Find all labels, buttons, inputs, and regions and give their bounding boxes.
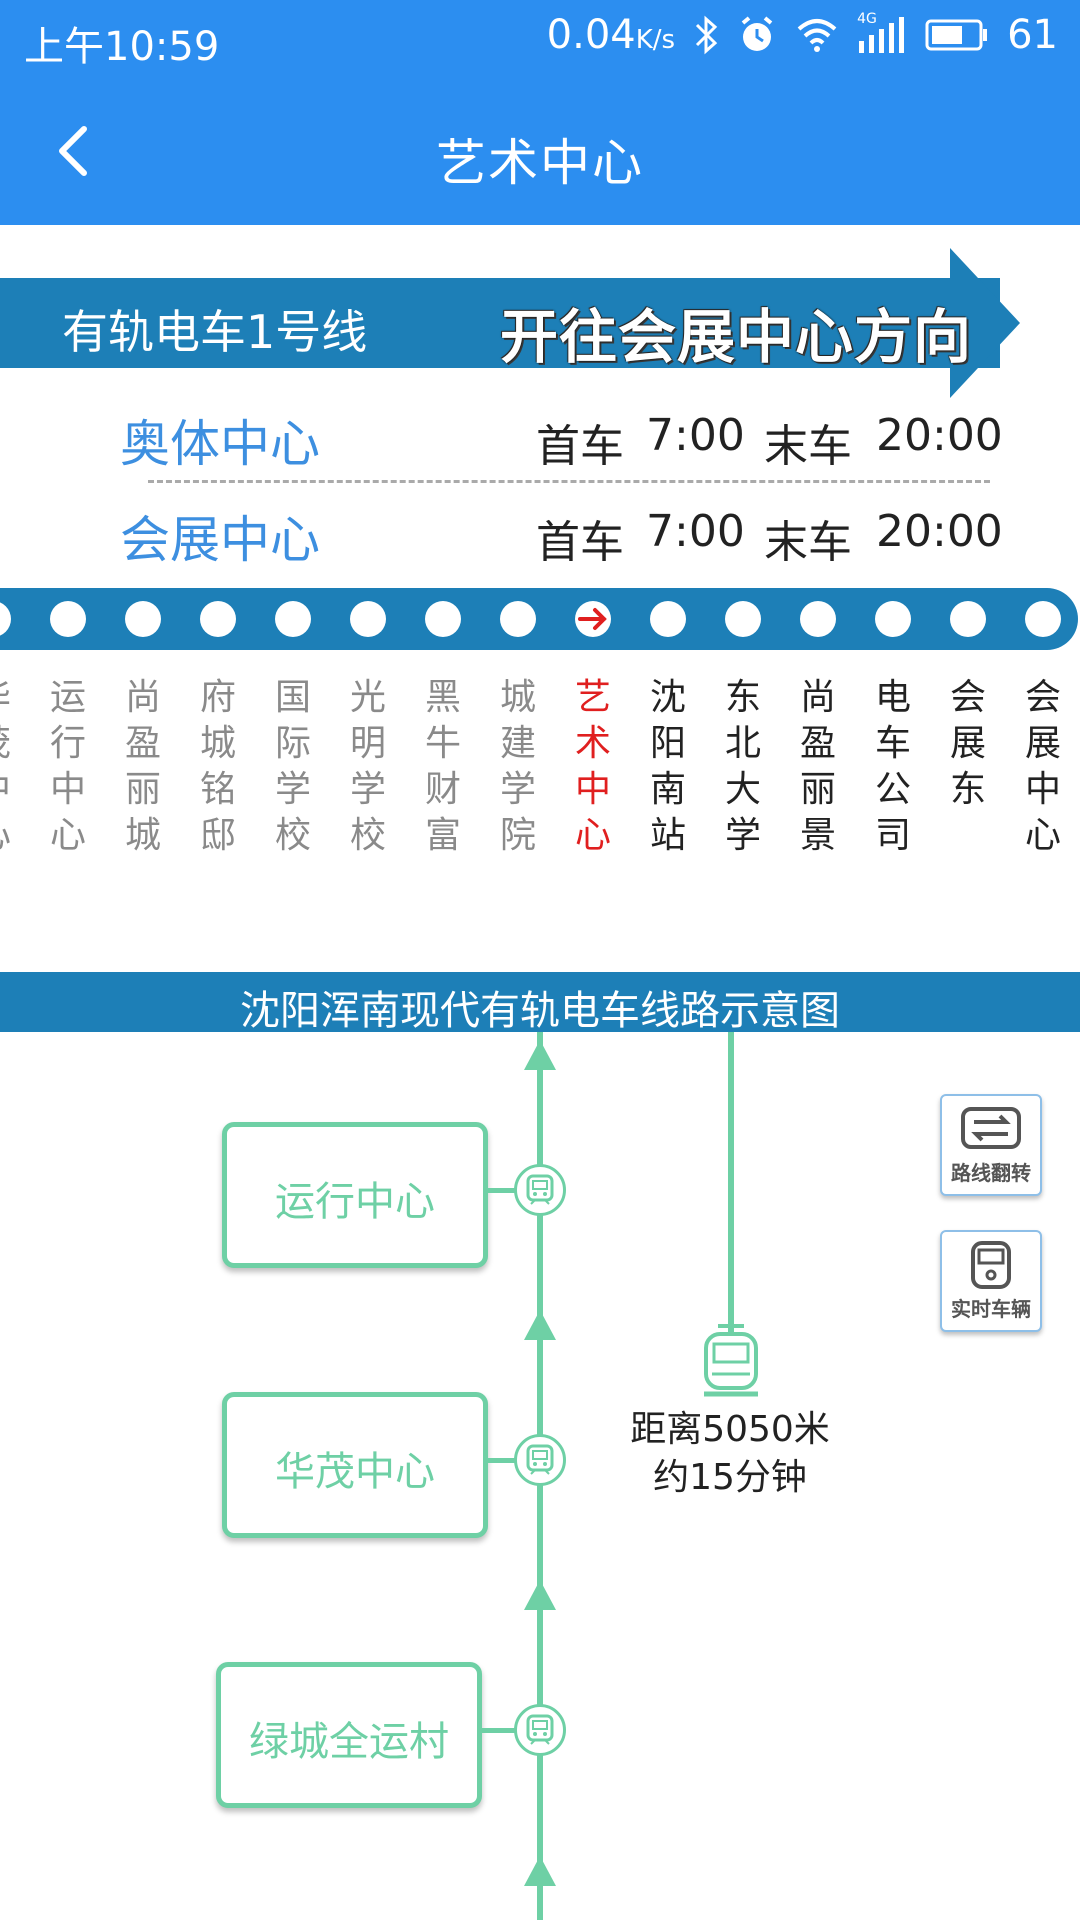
- station-dot[interactable]: [0, 601, 11, 637]
- route-flip-button[interactable]: 路线翻转: [940, 1094, 1042, 1196]
- network-type: 4G: [857, 11, 877, 27]
- terminal-station: 会展中心: [120, 511, 320, 569]
- station-name[interactable]: 会展中心: [1024, 677, 1061, 856]
- station-dot[interactable]: [575, 601, 611, 637]
- app-header: 上午10:59 0.04K/s 4G: [0, 0, 1080, 225]
- map-stop-label: 运行中心: [275, 1179, 435, 1225]
- station-name[interactable]: 东北大学: [724, 677, 761, 856]
- station-name[interactable]: 光明学校: [349, 677, 386, 856]
- station-dot[interactable]: [275, 601, 311, 637]
- tram-stop-icon: [514, 1704, 566, 1756]
- chevron-left-icon[interactable]: [46, 121, 106, 181]
- station-name[interactable]: 城建学院: [499, 677, 536, 856]
- first-train-time: 7:00: [646, 410, 745, 461]
- station-name[interactable]: 国际学校: [274, 677, 311, 856]
- track-arrow-icon: [524, 1310, 556, 1340]
- status-time: 上午10:59: [24, 24, 220, 70]
- map-stop-label: 华茂中心: [275, 1449, 435, 1495]
- station-dot[interactable]: [1025, 601, 1061, 637]
- nav-bar: 艺术中心: [0, 75, 1080, 225]
- last-train-time: 20:00: [876, 506, 1003, 557]
- battery-level: 61: [1007, 12, 1058, 58]
- line-name: 有轨电车1号线: [62, 305, 368, 359]
- map-stop[interactable]: 绿城全运村: [216, 1662, 482, 1808]
- status-bar: 上午10:59 0.04K/s 4G: [0, 0, 1080, 75]
- page-title: 艺术中心: [436, 134, 644, 192]
- station-name[interactable]: 府城铭邸: [199, 677, 236, 856]
- track-arrow-icon: [524, 1580, 556, 1610]
- station-name[interactable]: 尚盈丽城: [124, 677, 161, 856]
- map-stop[interactable]: 运行中心: [222, 1122, 488, 1268]
- distance-text: 距离5050米: [630, 1409, 830, 1450]
- eta-text: 约15分钟: [653, 1457, 807, 1498]
- direction-label: 开往会展中心方向: [500, 303, 973, 371]
- first-train-label: 首车: [536, 421, 624, 472]
- station-dot[interactable]: [500, 601, 536, 637]
- stop-connector: [486, 1458, 516, 1463]
- last-train-label: 末车: [764, 421, 852, 472]
- station-dot[interactable]: [50, 601, 86, 637]
- status-icons: 0.04K/s 4G: [546, 11, 1058, 58]
- station-dot[interactable]: [650, 601, 686, 637]
- net-unit: K/s: [635, 25, 676, 55]
- direction-arrow-icon: [950, 248, 1020, 398]
- schedule-row: 会展中心 首车 7:00 末车 20:00: [0, 500, 1080, 580]
- first-train-label: 首车: [536, 517, 624, 568]
- net-speed: 0.04K/s: [546, 12, 676, 58]
- station-name[interactable]: 艺术中心: [574, 677, 611, 856]
- last-train-label: 末车: [764, 517, 852, 568]
- station-name[interactable]: 黑牛财富: [424, 677, 461, 856]
- station-name[interactable]: 华茂中心: [0, 675, 16, 859]
- tram-stop-icon: [514, 1164, 566, 1216]
- current-station-arrow-icon: [578, 608, 607, 630]
- station-dot[interactable]: [200, 601, 236, 637]
- vehicle-distance: 距离5050米 约15分钟: [600, 1406, 860, 1502]
- map-stop-label: 绿城全运村: [249, 1719, 449, 1765]
- stop-connector: [486, 1188, 516, 1193]
- route-flip-label: 路线翻转: [951, 1161, 1031, 1185]
- realtime-bus-icon: [971, 1241, 1011, 1289]
- alarm-icon: [741, 16, 773, 51]
- last-train-time: 20:00: [876, 410, 1003, 461]
- track-arrow-icon: [524, 1040, 556, 1070]
- direction-banner: [0, 278, 1000, 368]
- vehicle-line: [728, 1032, 734, 1332]
- station-strip[interactable]: [0, 588, 1078, 650]
- realtime-vehicle-label: 实时车辆: [951, 1297, 1031, 1321]
- wifi-icon: [797, 19, 837, 52]
- first-train-time: 7:00: [646, 506, 745, 557]
- station-name[interactable]: 运行中心: [49, 677, 86, 856]
- map-title-bar: [0, 972, 1080, 1032]
- station-dot[interactable]: [950, 601, 986, 637]
- station-name[interactable]: 会展东: [949, 677, 986, 810]
- track-arrow-icon: [524, 1856, 556, 1886]
- terminal-station: 奥体中心: [120, 415, 320, 473]
- battery-icon: [925, 19, 988, 51]
- schedule-row: 奥体中心 首车 7:00 末车 20:00: [0, 404, 1080, 484]
- station-dot[interactable]: [125, 601, 161, 637]
- map-title: 沈阳浑南现代有轨电车线路示意图: [240, 988, 840, 1034]
- station-dot[interactable]: [425, 601, 461, 637]
- station-name[interactable]: 尚盈丽景: [799, 677, 836, 856]
- station-dot[interactable]: [350, 601, 386, 637]
- realtime-vehicle-button[interactable]: 实时车辆: [940, 1230, 1042, 1332]
- tram-stop-icon: [514, 1434, 566, 1486]
- station-dot[interactable]: [875, 601, 911, 637]
- station-name[interactable]: 沈阳南站: [649, 677, 686, 856]
- signal-icon: 4G: [857, 11, 907, 55]
- station-name[interactable]: 电车公司: [874, 677, 911, 856]
- station-dot[interactable]: [725, 601, 761, 637]
- stop-connector: [482, 1728, 516, 1733]
- route-flip-icon: [961, 1107, 1021, 1149]
- station-dot[interactable]: [800, 601, 836, 637]
- divider: [148, 480, 990, 483]
- map-stop[interactable]: 华茂中心: [222, 1392, 488, 1538]
- bluetooth-icon: [696, 15, 718, 55]
- tram-vehicle-icon[interactable]: [700, 1322, 762, 1400]
